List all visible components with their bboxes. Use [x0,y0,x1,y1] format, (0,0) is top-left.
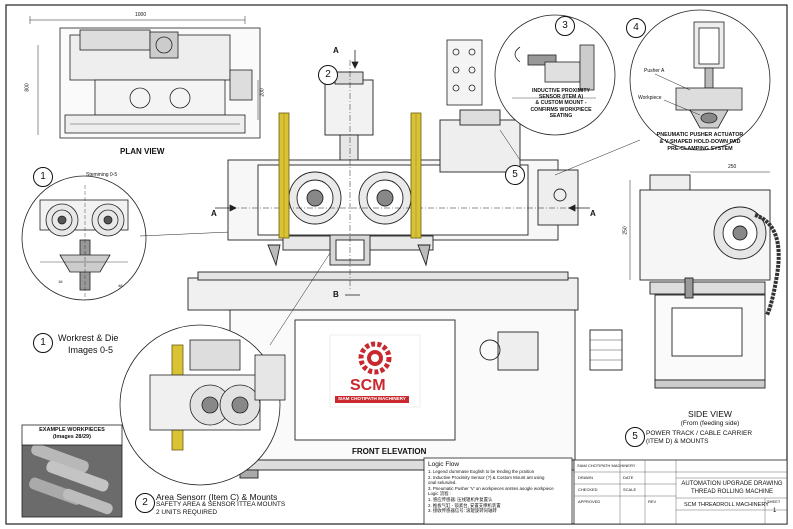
detail-2-area-sensor-mounts [119,324,286,486]
plan-dim-height: 800 [24,83,31,92]
section-a-left: A [211,209,217,218]
logic-flow-item: 2. 推板气缸 - 锁紧台, 安置支撑机装置 [428,502,501,508]
callout-2-top: 2 [318,65,338,85]
logic-flow-item: 3. 接收传感器信号: 滚辊旋转同轴转 [428,508,497,514]
detail-1-caption-line2: Images 0-5 [68,345,114,355]
logic-flow-item: 1. 感应传感器: 压线辊机件复置认 [428,496,493,502]
title-block-checked: CHECKED [578,487,598,492]
side-view-drawing [629,171,781,389]
title-block-date: DATE [623,475,634,480]
title-block-project: AUTOMATION UPGRADE DRAWING THREAD ROLLIN… [681,481,783,495]
plan-view-title: PLAN VIEW [120,147,165,156]
logic-flow-title: Logic Flow [428,461,460,468]
title-block-drawn: DRAWN [578,475,593,480]
example-workpieces-photo [21,443,123,518]
logic-flow-item: 1. Legend clummase Eoglish to be lending… [428,469,535,474]
detail-3-caption: INDUCTIVE PROXIMITY SENSOR (ITEM A) & CU… [530,88,592,119]
callout-3: 3 [555,16,575,36]
plan-dim-inner: 200 [259,88,266,97]
title-block-header: SIAM CHOTIPATH MACHINERY [577,463,636,468]
detail-4-label-pusher: Pusher A [644,68,665,74]
side-view-caption: SIDE VIEW (From (feeding side) [640,410,780,428]
plan-dim-width: 1000 [135,12,147,18]
side-dim-height: 250 [622,226,629,235]
example-workpieces-caption: EXAMPLE WORKPIECES (Images 28/29) [39,427,105,440]
logic-flow-item: Logic 流程 : [428,491,451,497]
detail-4-pneumatic-pusher [629,9,771,151]
title-block-bottom-name: SCM THREADROLL MACHINERY [684,502,769,508]
callout-1-bottom: 1 [33,333,53,353]
logic-flow-box: Logic Flow 1. Legend clummase Eoglish to… [428,461,570,522]
logic-flow-item: onal seluruled. [428,480,457,486]
logo-mark: SCM [350,377,386,394]
section-b: B [333,290,339,299]
detail-1-label: Stemming 0-5 [86,172,118,178]
side-view-title: SIDE VIEW [688,409,732,419]
detail-4-label-workpiece: Workpiece [638,95,662,101]
section-a-right: A [590,209,596,218]
front-elevation-title: FRONT ELEVATION [352,447,427,456]
detail-4-caption: PNEUMATIC PUSHER ACTUATOR & V-SHAPED HOL… [656,132,744,152]
callout-5-bottom: 5 [625,427,645,447]
side-view-subcaption: POWER TRACK / CABLE CARRIER (ITEM D) & M… [646,430,753,445]
scm-logo [329,334,421,408]
title-block-scale: SCALE [623,487,637,492]
detail-2-caption: Area Sensorr (Item C) & Mounts SAFETY AR… [156,492,286,516]
title-block-rev: REV [648,499,657,504]
detail-3-proximity-sensor [446,14,616,136]
title-block-approved: APPROVED [578,499,601,504]
title-block-sheet-label: SHEET [767,499,781,504]
callout-5-top: 5 [505,165,525,185]
callout-2-bottom: 2 [135,493,155,513]
title-block-sheet-no: 1 [773,508,777,514]
detail-1-dim1: 16 [58,279,63,284]
plan-view-drawing [29,16,261,139]
callout-4: 4 [626,18,646,38]
detail-1-workrest-die [21,175,147,301]
detail-1-caption-line1: Workrest & Die [58,333,119,343]
side-dim-width: 250 [728,164,737,170]
logic-flow-item: 3. Pneumatic Pusher 'V' on workpieces an… [428,485,554,491]
callout-1-top: 1 [33,167,53,187]
logic-flow-item: 2. Inductive Proximity Sensor (?) & Cost… [428,474,545,480]
logo-company: SIAM CHOTIPATH MACHINERY [335,396,409,403]
detail-1-dim2: 48 [118,283,123,288]
section-a-top: A [333,46,339,55]
